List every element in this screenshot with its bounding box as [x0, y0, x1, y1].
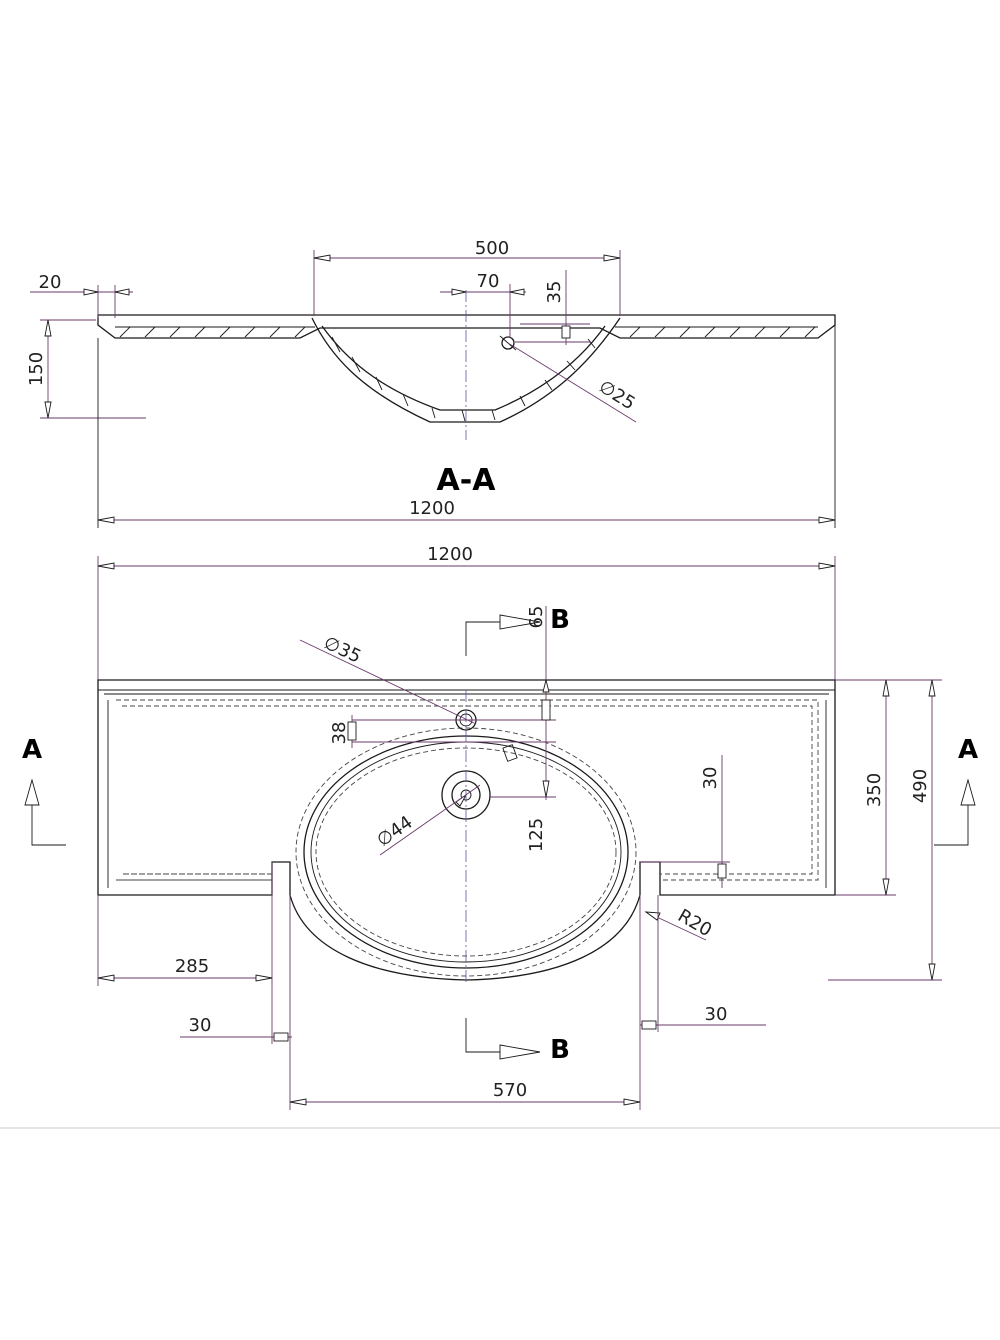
dim-radius: R20: [674, 905, 715, 941]
dim-cut-right: 30: [705, 1004, 728, 1025]
dim-depth-490: 490: [910, 769, 931, 803]
overflow-leader: [507, 342, 637, 423]
dim-plan-length: 1200: [427, 544, 473, 565]
dim-section-length: 1200: [409, 498, 455, 519]
section-marker-a-left: A: [22, 735, 42, 765]
dim-ledge-right: 30: [700, 767, 721, 790]
section-aa-view: 500 70 35 20 150 ∅25 A-A: [26, 238, 836, 528]
dim-drain-offset: 125: [526, 818, 547, 852]
plan-slab-outline: [97, 679, 836, 981]
dim-drain-diameter: ∅44: [373, 812, 417, 851]
dim-tap-offset: 70: [477, 271, 500, 292]
dim-overflow-diameter: ∅25: [595, 376, 639, 414]
section-bowl-hatch: [331, 336, 596, 422]
section-marker-b-top: B: [550, 605, 570, 635]
section-hatch-right: [629, 326, 816, 338]
dim-top-margin: 65: [526, 606, 547, 629]
section-hatch-left: [119, 326, 306, 338]
dim-tap-hole-offset: 38: [329, 722, 350, 745]
dim-height: 150: [26, 352, 47, 386]
section-bowl-outer: [311, 317, 621, 423]
overflow-hole: [501, 336, 515, 350]
dim-cut-left: 30: [189, 1015, 212, 1036]
dim-tap-depth: 35: [544, 281, 565, 304]
section-marker-a-right: A: [958, 735, 978, 765]
dim-top-width: 500: [475, 238, 509, 259]
section-slab-outline: [97, 314, 836, 339]
tap-hole-leader: [299, 639, 477, 725]
dim-wall-thickness: 20: [39, 272, 62, 293]
dim-left-cut: 285: [175, 956, 209, 977]
dim-depth-350: 350: [864, 773, 885, 807]
section-bowl-inner: [321, 325, 606, 411]
plan-view: 1200 B B A: [22, 544, 978, 1110]
dim-bowl-width: 570: [493, 1080, 527, 1101]
dim-tap-hole-diameter: ∅35: [320, 632, 364, 667]
section-aa-title: A-A: [437, 463, 497, 498]
section-marker-b-bottom: B: [550, 1035, 570, 1065]
drain-leader: [379, 784, 481, 856]
plan-inner-rim-dashed: [116, 699, 819, 881]
overflow-slot: [502, 744, 518, 762]
